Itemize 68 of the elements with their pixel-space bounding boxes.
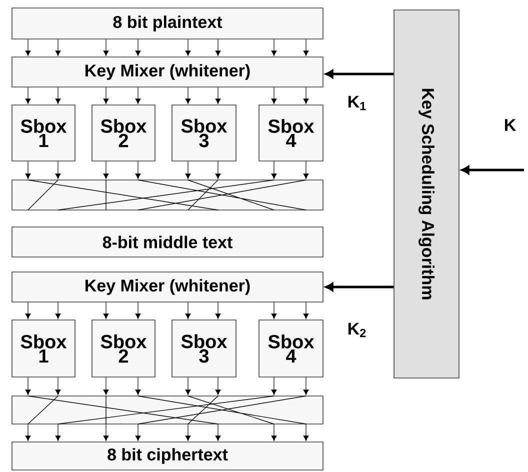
arrow xyxy=(303,161,309,179)
text-box: 8-bit middle text xyxy=(12,226,324,258)
arrow xyxy=(215,302,221,319)
arrow xyxy=(271,39,277,56)
arrow xyxy=(325,282,394,292)
arrow xyxy=(461,166,524,174)
arrow xyxy=(271,424,277,441)
edge-label: K xyxy=(505,119,516,131)
text-box: 8 bit plaintext xyxy=(12,8,324,40)
sbox: Sbox 2 xyxy=(92,320,156,378)
arrow xyxy=(103,377,109,395)
arrow xyxy=(135,424,141,441)
sbox: Sbox 1 xyxy=(12,320,76,378)
arrow xyxy=(185,39,191,56)
arrow xyxy=(135,39,141,56)
arrow xyxy=(103,87,109,104)
sbox: Sbox 2 xyxy=(92,104,156,162)
arrow xyxy=(185,161,191,179)
arrow xyxy=(103,302,109,319)
arrow xyxy=(215,161,221,179)
sbox: Sbox 3 xyxy=(172,320,236,378)
arrow xyxy=(55,87,61,104)
arrow xyxy=(215,377,221,395)
arrow xyxy=(25,87,31,104)
arrow xyxy=(55,377,61,395)
arrow xyxy=(271,161,277,179)
edge-label: K$_{2}$ xyxy=(348,322,366,338)
arrow xyxy=(303,39,309,56)
edge-label: K$_{1}$ xyxy=(348,96,366,110)
arrow xyxy=(55,39,61,56)
arrow xyxy=(303,377,309,395)
arrow xyxy=(215,39,221,56)
sbox: Sbox 4 xyxy=(258,320,324,378)
arrow xyxy=(215,87,221,104)
arrow xyxy=(103,161,109,179)
arrow xyxy=(185,87,191,104)
arrow xyxy=(135,377,141,395)
arrow xyxy=(215,424,221,441)
arrow xyxy=(135,161,141,179)
arrow xyxy=(55,161,61,179)
arrow xyxy=(303,87,309,104)
arrow xyxy=(25,302,31,319)
arrow xyxy=(103,39,109,56)
text-box: 8 bit ciphertext xyxy=(12,442,324,470)
arrow xyxy=(135,87,141,104)
arrow xyxy=(185,424,191,441)
arrow xyxy=(25,161,31,179)
arrow xyxy=(103,424,109,441)
arrow xyxy=(55,424,61,441)
arrow xyxy=(303,302,309,319)
arrow xyxy=(55,302,61,319)
arrow xyxy=(25,424,31,441)
key-mixer-box: Key Mixer (whitener) xyxy=(12,272,324,302)
arrow xyxy=(271,377,277,395)
arrow xyxy=(25,377,31,395)
arrow xyxy=(325,70,394,78)
sbox: Sbox 1 xyxy=(12,104,76,162)
sbox: Sbox 4 xyxy=(258,104,324,162)
arrow xyxy=(25,39,31,56)
arrow xyxy=(271,87,277,104)
key-scheduling-box: Key Scheduling Algorithm xyxy=(394,10,460,378)
arrow xyxy=(135,302,141,319)
sbox: Sbox 3 xyxy=(172,104,236,162)
arrow xyxy=(271,302,277,319)
arrow xyxy=(303,424,309,441)
key-mixer-box: Key Mixer (whitener) xyxy=(12,56,324,88)
arrow xyxy=(185,377,191,395)
arrow xyxy=(185,302,191,319)
